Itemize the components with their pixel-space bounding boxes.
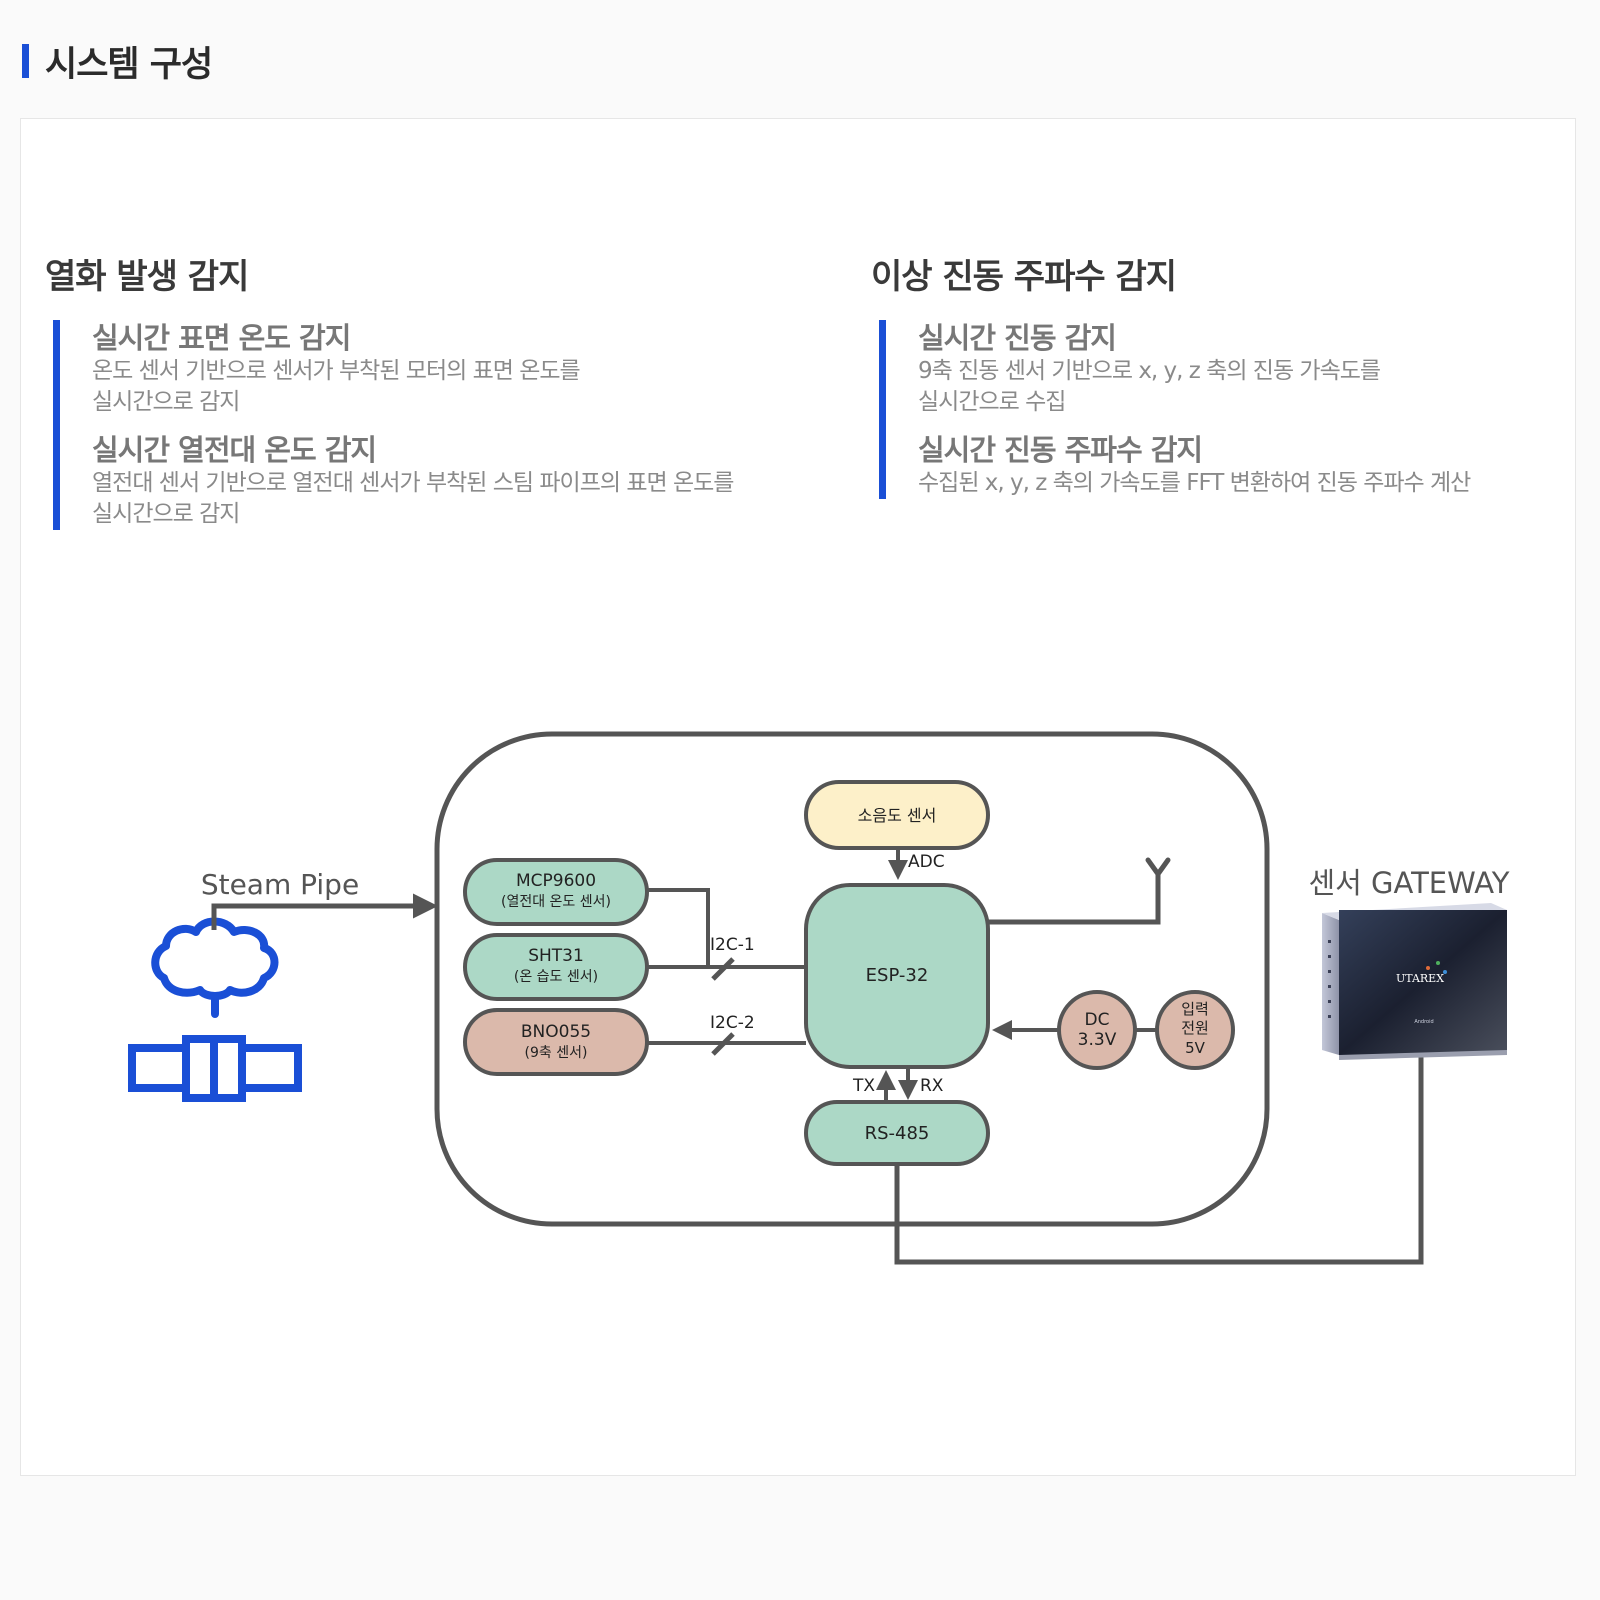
esp32-label: ESP-32: [866, 965, 929, 986]
noise-sensor-label: 소음도 센서: [858, 806, 937, 825]
power-line3: 5V: [1185, 1039, 1206, 1057]
dc-line2: 3.3V: [1078, 1030, 1117, 1050]
gateway-device-image: UTAREX Android: [1322, 903, 1507, 1060]
feature-desc: 열전대 센서 기반으로 열전대 센서가 부착된 스팀 파이프의 표면 온도를 실…: [92, 470, 734, 527]
power-line1: 입력: [1181, 1000, 1209, 1018]
i2c1-label: I2C-1: [710, 935, 755, 955]
mcp9600-name: MCP9600: [516, 871, 596, 891]
section-vibration: 이상 진동 주파수 감지 실시간 진동 감지 9축 진동 센서 기반으로 x, …: [871, 249, 1571, 499]
adc-label: ADC: [908, 852, 945, 872]
page-header: 시스템 구성: [22, 36, 213, 86]
mcp9600-node: [463, 858, 649, 926]
pipe-connection-line: [211, 893, 438, 930]
rs485-label: RS-485: [865, 1123, 930, 1144]
sht31-node: [463, 933, 649, 1001]
steam-pipe-icon: [128, 917, 302, 1102]
feature-title: 실시간 열전대 온도 감지: [92, 433, 377, 467]
gateway-sub-label: Android: [1414, 1019, 1433, 1025]
feature-desc: 9축 진동 센서 기반으로 x, y, z 축의 진동 가속도를 실시간으로 수…: [918, 358, 1381, 415]
feature-desc: 수집된 x, y, z 축의 가속도를 FFT 변환하여 진동 주파수 계산: [918, 470, 1471, 496]
feature-group-degradation: 실시간 표면 온도 감지 온도 센서 기반으로 센서가 부착된 모터의 표면 온…: [53, 320, 845, 530]
dc-line1: DC: [1085, 1010, 1110, 1030]
power-line2: 전원: [1181, 1019, 1209, 1037]
i2c2-bus-slash: [711, 1032, 735, 1056]
feature-title: 실시간 진동 주파수 감지: [918, 433, 1203, 467]
mcp9600-desc: (열전대 온도 센서): [501, 894, 611, 910]
feature-group-vibration: 실시간 진동 감지 9축 진동 센서 기반으로 x, y, z 축의 진동 가속…: [879, 320, 1571, 499]
i2c2-label: I2C-2: [710, 1013, 755, 1033]
feature-title: 실시간 진동 감지: [918, 321, 1117, 355]
header-accent-bar: [22, 44, 29, 78]
feature-desc: 온도 센서 기반으로 센서가 부착된 모터의 표면 온도를 실시간으로 감지: [92, 358, 581, 415]
tx-label: TX: [852, 1076, 875, 1096]
gateway-label: 센서 GATEWAY: [1308, 866, 1509, 900]
section-degradation: 열화 발생 감지 실시간 표면 온도 감지 온도 센서 기반으로 센서가 부착된…: [45, 249, 845, 530]
sht31-desc: (온 습도 센서): [514, 969, 598, 985]
sht31-name: SHT31: [528, 946, 584, 966]
feature-title: 실시간 표면 온도 감지: [92, 321, 351, 355]
system-panel: 열화 발생 감지 실시간 표면 온도 감지 온도 센서 기반으로 센서가 부착된…: [20, 118, 1576, 1476]
steam-pipe-label: Steam Pipe: [201, 868, 359, 901]
mcp9600-bus-line: [647, 888, 710, 967]
gateway-brand: UTAREX: [1396, 972, 1444, 985]
device-enclosure: [434, 731, 1270, 1227]
rs485-gateway-line: [894, 1042, 1424, 1265]
section-title-degradation: 열화 발생 감지: [45, 257, 249, 297]
section-title-vibration: 이상 진동 주파수 감지: [871, 257, 1177, 297]
bno055-desc: (9축 센서): [525, 1045, 588, 1061]
bno055-name: BNO055: [521, 1022, 591, 1042]
antenna-icon: [1145, 857, 1171, 877]
i2c1-bus-slash: [711, 957, 735, 981]
bno055-node: [463, 1008, 649, 1076]
esp32-node: [804, 883, 990, 1069]
page-title: 시스템 구성: [45, 44, 213, 85]
rx-label: RX: [920, 1076, 944, 1096]
antenna-line: [988, 870, 1161, 925]
